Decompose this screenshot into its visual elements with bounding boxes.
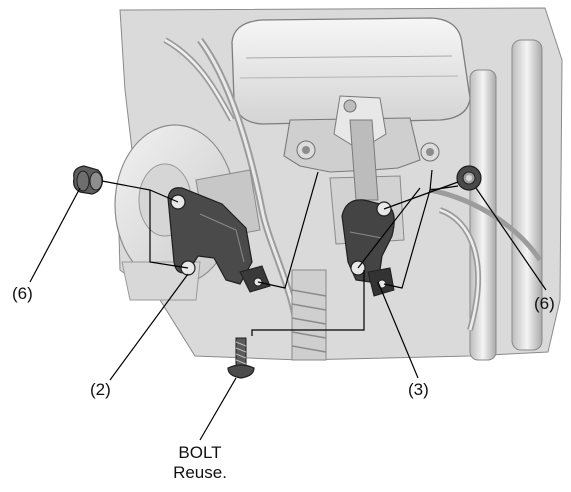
callout-bolt-label: BOLT Reuse. <box>160 443 240 483</box>
right-bracket-part-3 <box>341 199 395 297</box>
leader-lines <box>29 169 547 441</box>
callout-left-grommet-label: (6) <box>12 284 33 303</box>
callout-part-3-label: (3) <box>408 380 429 399</box>
bolt <box>227 337 255 379</box>
grommet-right <box>456 165 482 191</box>
bolt-label-line-2: Reuse. <box>173 463 227 482</box>
engine-background <box>114 7 563 361</box>
bolt-label-line-1: BOLT <box>178 443 222 462</box>
grommet-left <box>73 165 104 195</box>
callout-part-2-label: (2) <box>90 380 111 399</box>
callout-right-grommet-label: (6) <box>534 294 555 313</box>
